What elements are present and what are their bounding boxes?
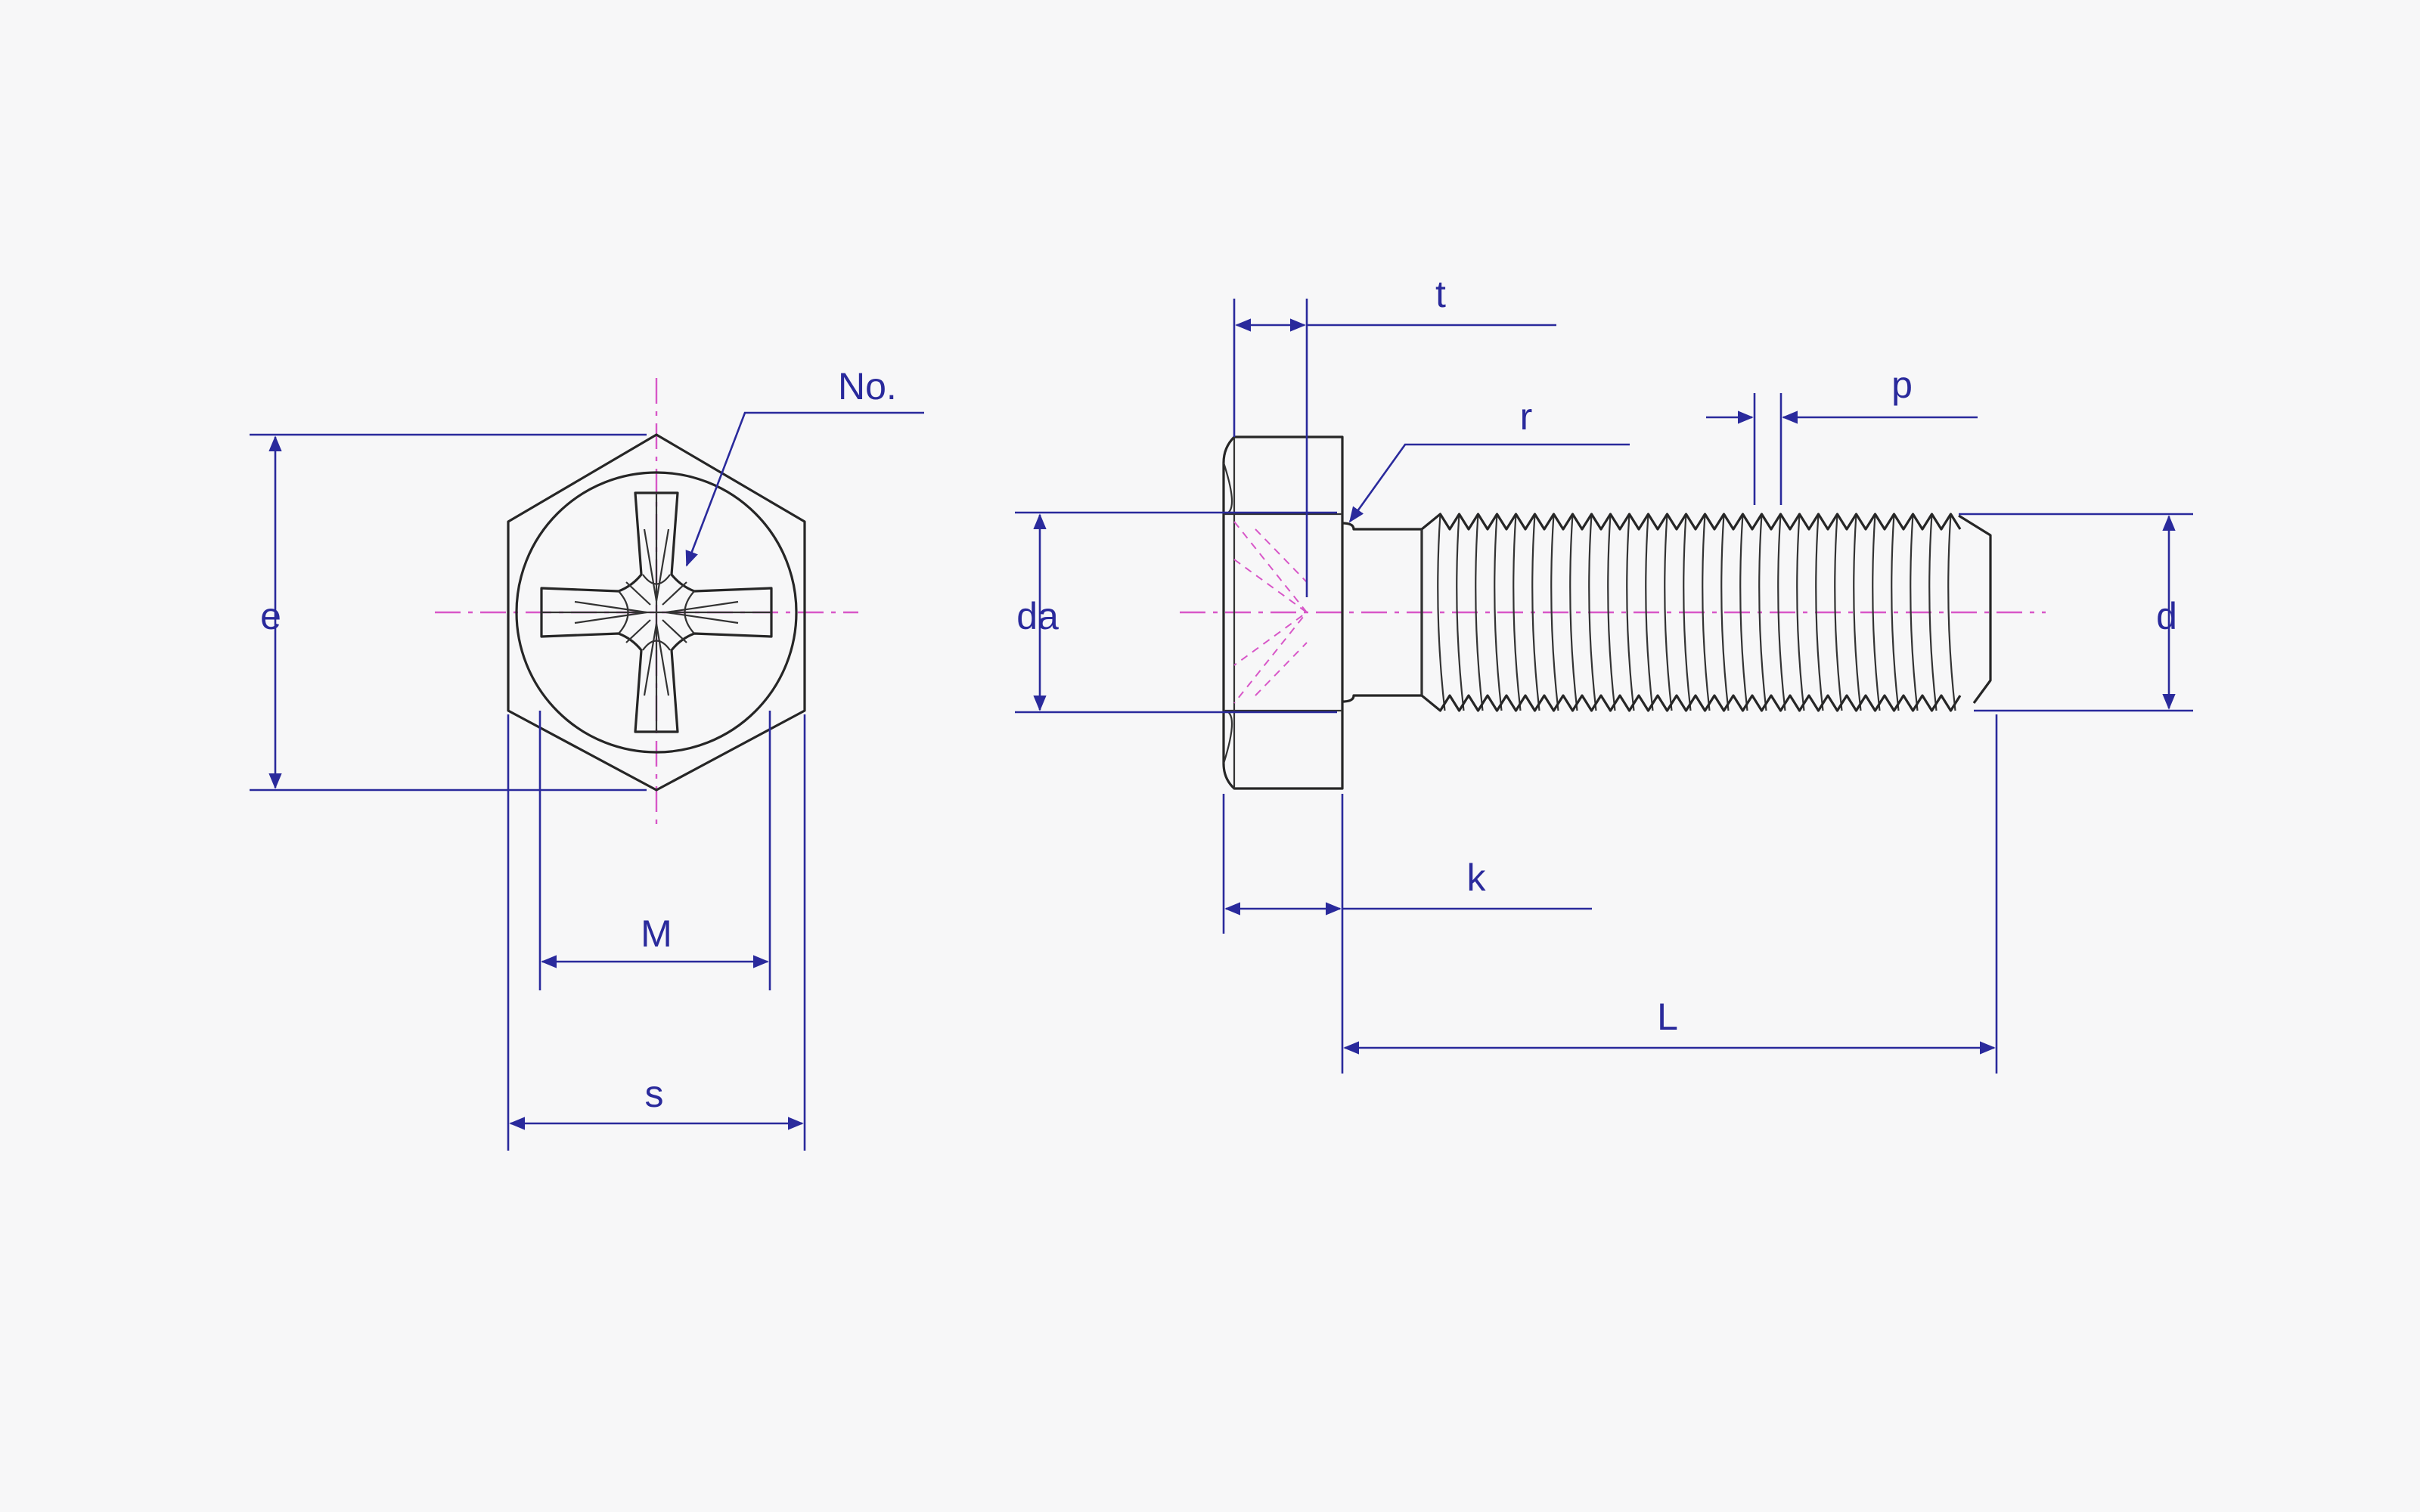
thread-crest-line	[1910, 513, 1919, 711]
phillips-recess-icon	[540, 491, 773, 733]
thread-crest-line	[1607, 513, 1616, 711]
thread-crest-line	[1815, 513, 1824, 711]
thread-crest-line	[1531, 513, 1540, 711]
e-label: e	[260, 595, 281, 637]
thread-crest-line	[1588, 513, 1597, 711]
recess-hidden-lines	[1233, 437, 1308, 704]
thread-crest-line	[1739, 513, 1748, 711]
thread-crest-line	[1645, 513, 1654, 711]
thread-crest-line	[1777, 513, 1786, 711]
thread-crest-line	[1550, 513, 1559, 711]
no-leader-line	[685, 411, 924, 567]
thread-crest-line	[1834, 513, 1843, 711]
thread-crest-line	[1494, 513, 1503, 711]
k-label: k	[1467, 857, 1487, 899]
thread-crest-line	[1626, 513, 1635, 711]
thread-crest-line	[1702, 513, 1711, 711]
thread-profile-bottom	[1420, 694, 1962, 712]
thread-crest-line	[1569, 513, 1578, 711]
thread-crest-line	[1683, 513, 1692, 711]
l-label: L	[1657, 996, 1678, 1038]
thread-crest-line	[1456, 513, 1465, 711]
hex-head-outline	[507, 433, 806, 792]
thread-crest-line	[1664, 513, 1673, 711]
thread-crest-line	[1853, 513, 1862, 711]
no-label: No.	[838, 365, 897, 407]
thread-crest-line	[1437, 513, 1446, 711]
thread-crest-line	[1475, 513, 1484, 711]
m-label: M	[641, 912, 672, 955]
t-label: t	[1435, 273, 1446, 315]
s-label: s	[645, 1073, 664, 1115]
thread-crest-line	[1947, 513, 1956, 711]
d-label: d	[2156, 595, 2177, 637]
thread-crest-line	[1928, 513, 1938, 711]
threaded-shank	[1420, 513, 1992, 712]
thread-profile-top	[1420, 513, 1962, 531]
bolt-side-view: t r p da d k L	[1015, 273, 2193, 1074]
thread-crest-line	[1872, 513, 1881, 711]
thread-crest-line	[1891, 513, 1900, 711]
thread-crest-line	[1758, 513, 1767, 711]
r-label: r	[1520, 395, 1533, 438]
thread-crest-line	[1796, 513, 1805, 711]
thread-crest-line	[1512, 513, 1522, 711]
r-leader-line	[1348, 443, 1630, 523]
da-label: da	[1016, 595, 1059, 637]
bolt-head-side	[1222, 435, 1344, 790]
p-label: p	[1891, 364, 1913, 406]
washer-face-circle	[515, 471, 798, 754]
thread-crest-line	[1720, 513, 1730, 711]
head-front-view: e No. M s	[250, 365, 924, 1151]
